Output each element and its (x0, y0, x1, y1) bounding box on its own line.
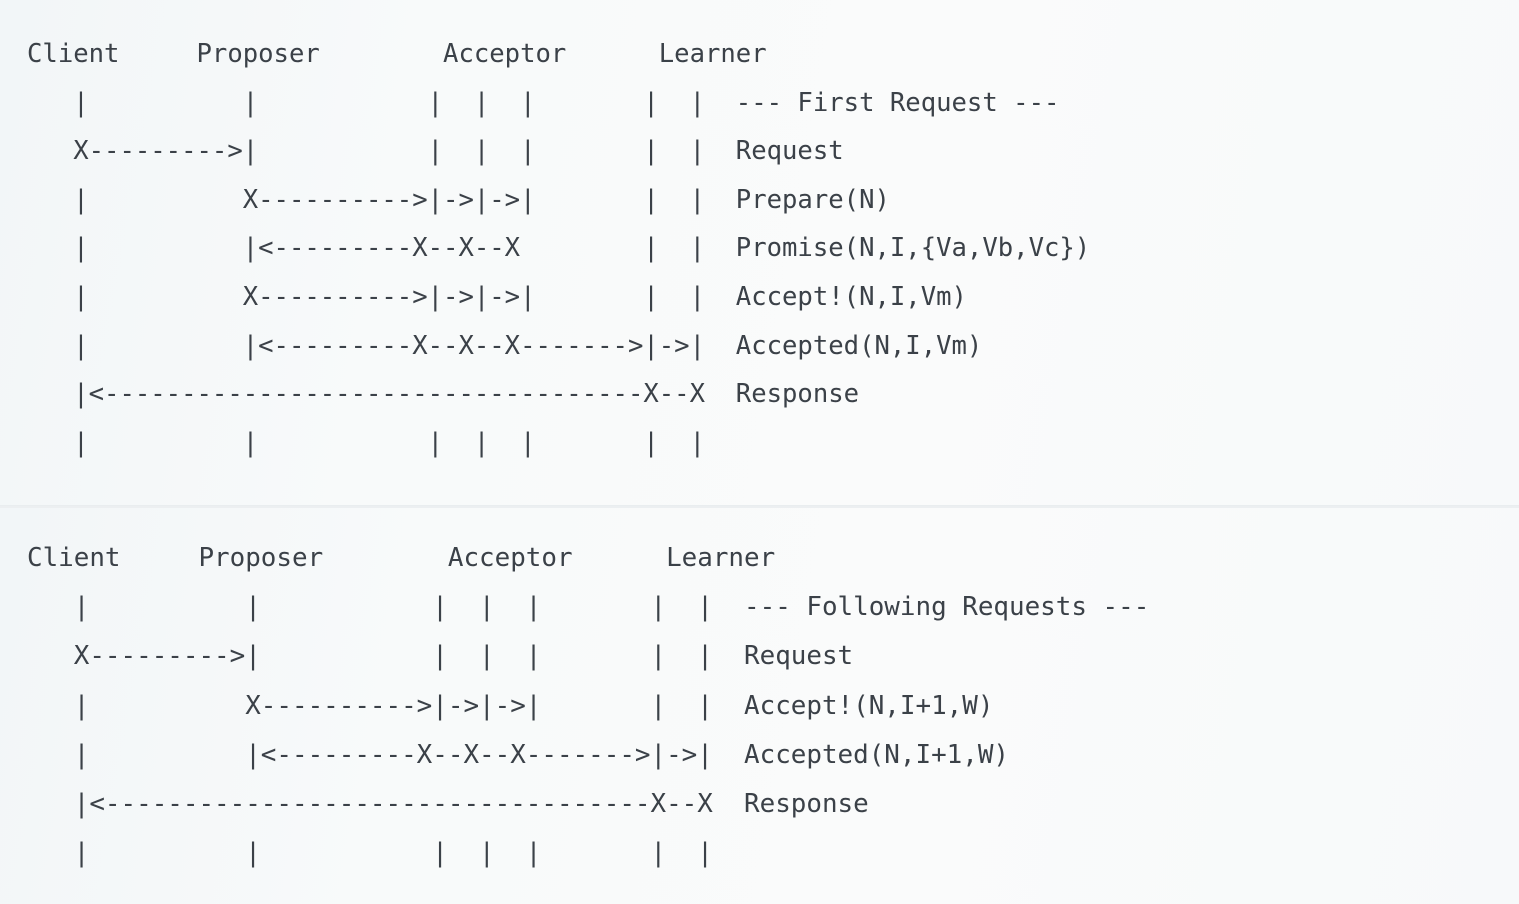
ascii-art-following-requests: Client Proposer Acceptor Learner | | | |… (27, 543, 1150, 869)
ascii-art-first-request: Client Proposer Acceptor Learner | | | |… (27, 39, 1091, 458)
panel-following-requests: Client Proposer Acceptor Learner | | | |… (0, 506, 1519, 904)
panel-first-request: Client Proposer Acceptor Learner | | | |… (0, 0, 1519, 506)
